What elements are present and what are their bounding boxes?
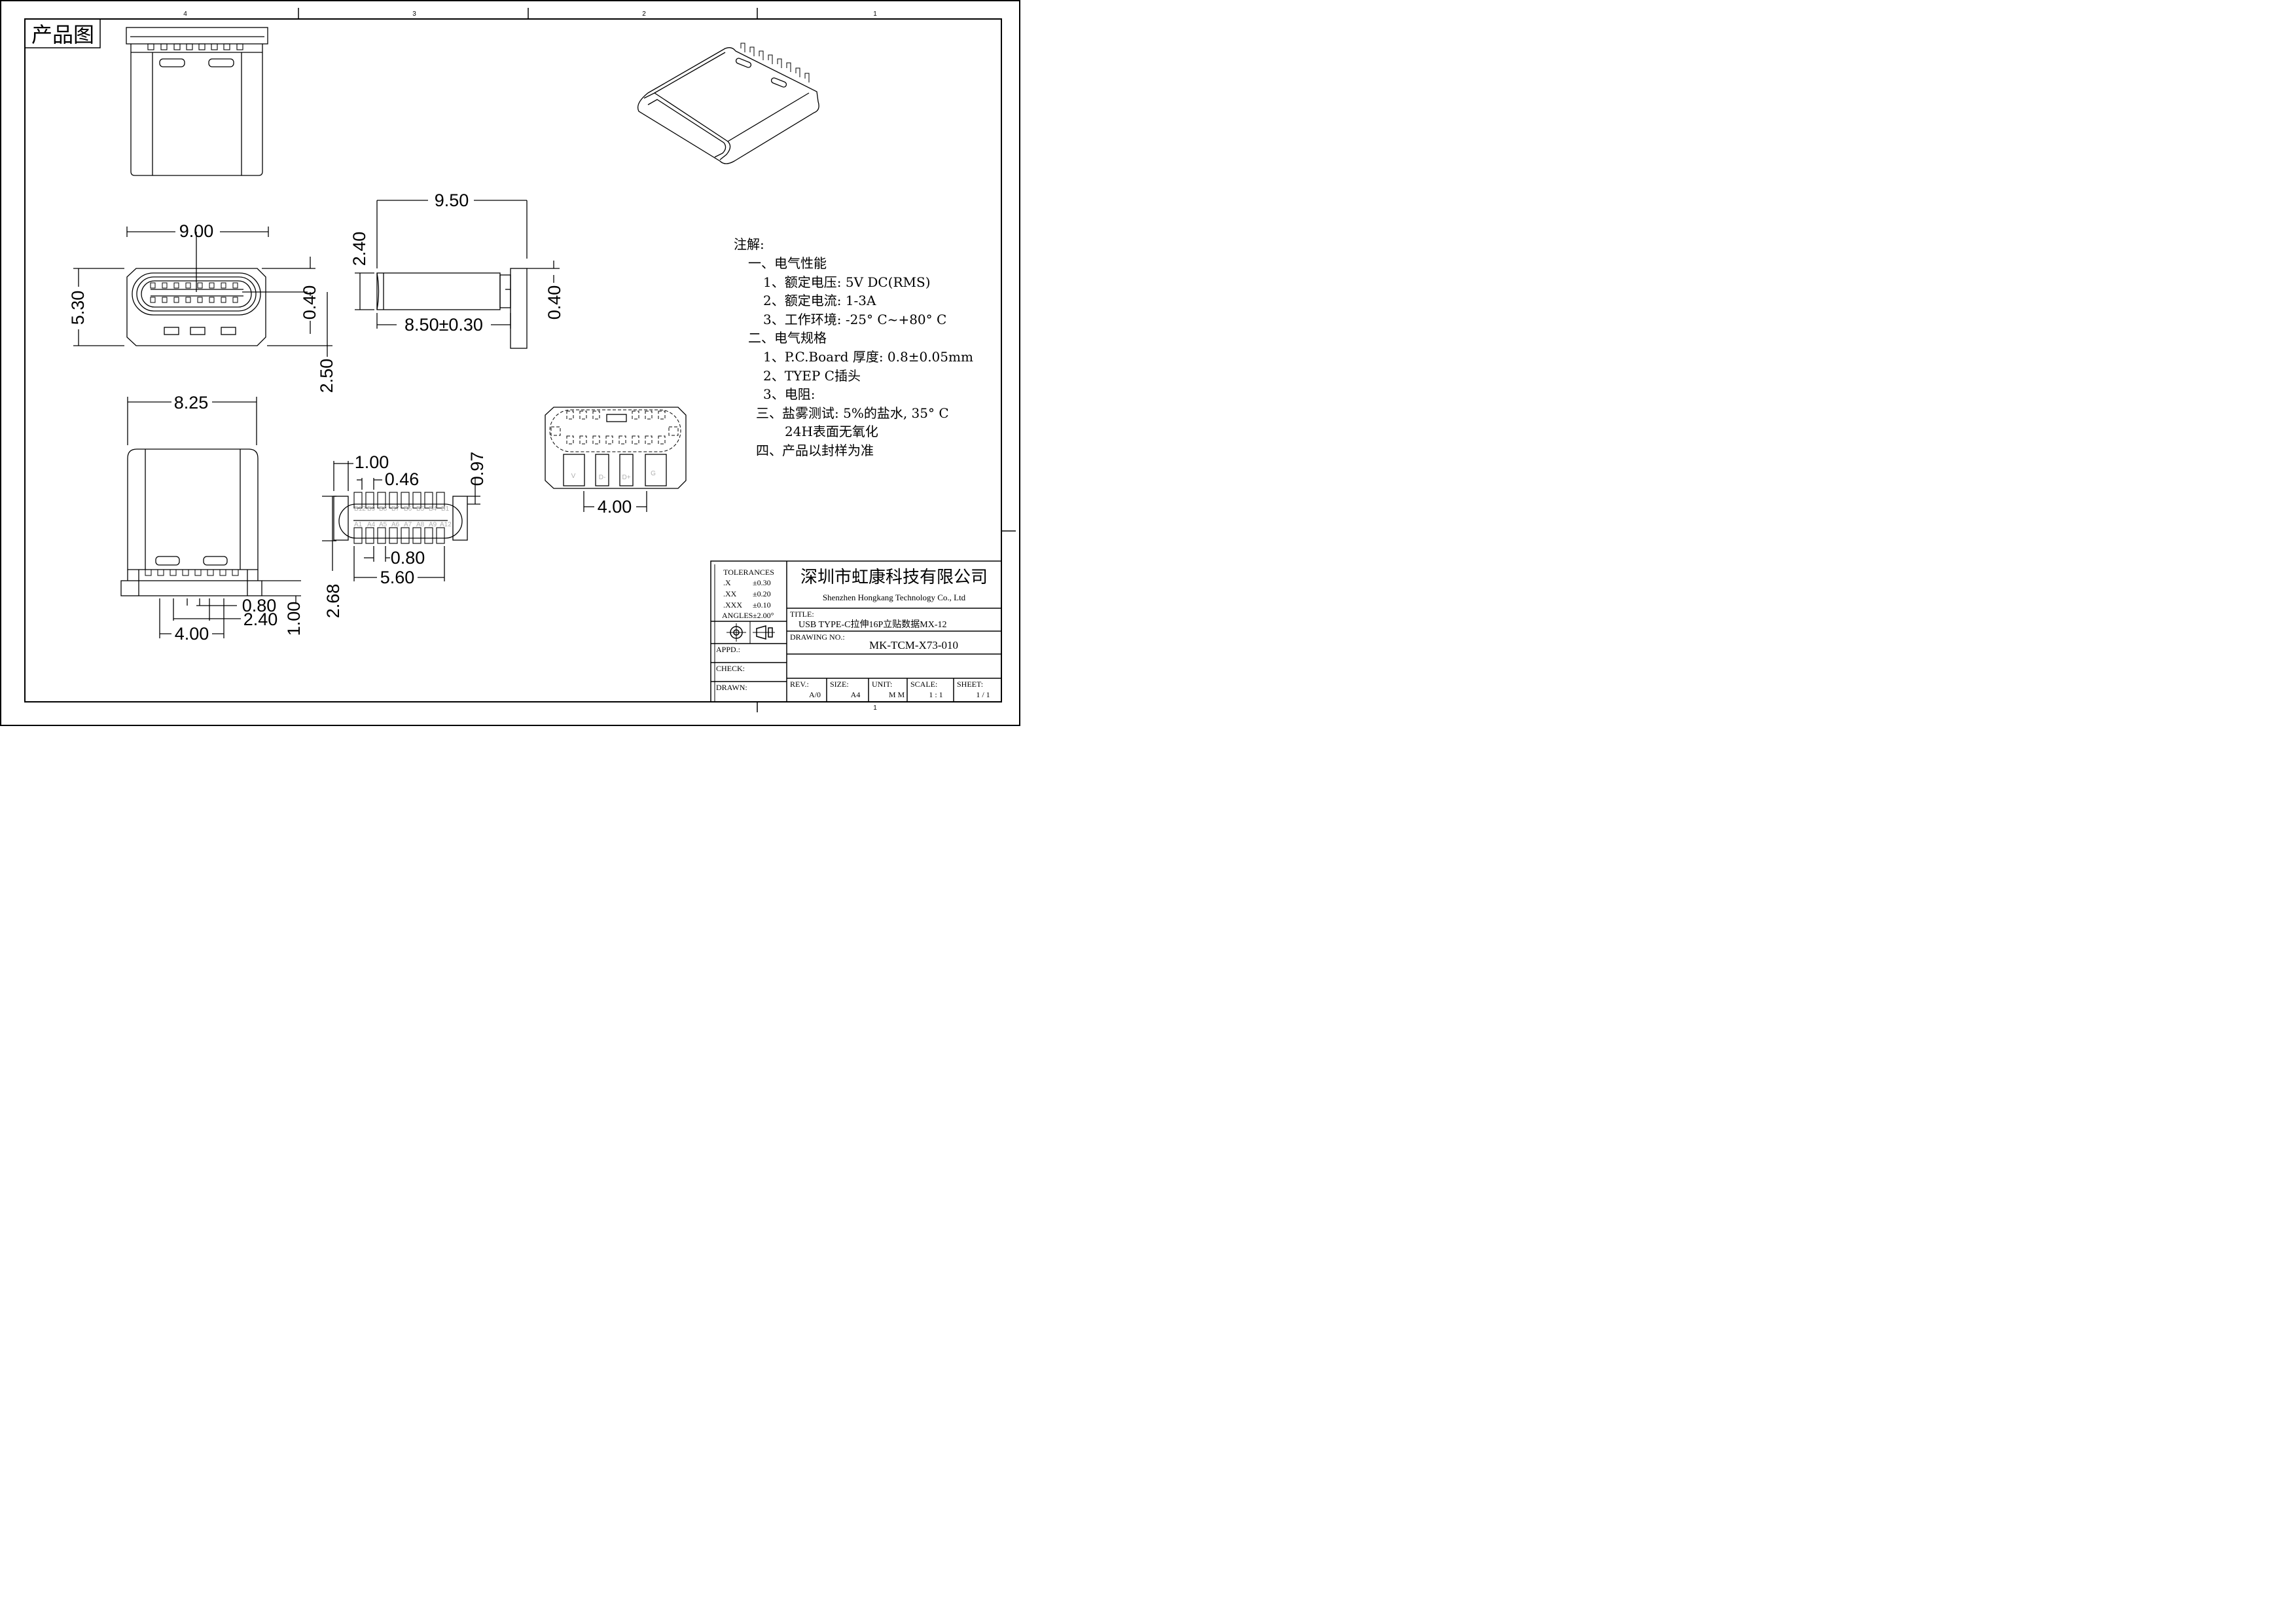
zone-number-3: 3 <box>412 10 416 18</box>
rear-view <box>545 407 687 512</box>
check-label: CHECK: <box>716 664 745 673</box>
top-view <box>126 27 268 176</box>
tol-xx-val: ±0.20 <box>753 589 771 598</box>
tol-angles-val: ±2.00° <box>753 611 774 620</box>
pad-label-b8: B8 <box>379 505 387 513</box>
dim-rear-pitch: 4.00 <box>598 497 632 517</box>
inner-border <box>24 18 1002 702</box>
note-line-9: 三、盐雾测试: 5%的盐水, 35° C <box>756 405 949 421</box>
product-label-box <box>24 18 101 48</box>
company-cn: 深圳市虹康科技有限公司 <box>800 568 988 587</box>
isometric-view <box>637 43 819 164</box>
zone-number-1: 1 <box>873 10 877 18</box>
unit-label: UNIT: <box>872 680 892 689</box>
pad-label-b7: B7 <box>391 505 400 513</box>
tol-x-val: ±0.30 <box>753 578 771 587</box>
rear-label-g: G <box>651 470 656 477</box>
zone-number-bottom: 1 <box>873 704 877 712</box>
appd-label: APPD.: <box>716 645 740 654</box>
title-label: TITLE: <box>790 610 814 619</box>
zone-number-4: 4 <box>183 10 187 18</box>
scale-label: SCALE: <box>910 680 937 689</box>
tol-xx: .XX <box>723 589 737 598</box>
note-line-11: 四、产品以封样为准 <box>756 443 874 458</box>
pad-label-b4: B4 <box>429 505 437 513</box>
dim-side-length: 9.50 <box>435 191 469 210</box>
dim-front-tongue: 0.40 <box>300 285 319 320</box>
pad-label-a9: A9 <box>429 521 437 528</box>
note-line-10: 24H表面无氧化 <box>785 424 878 439</box>
note-line-6: 1、P.C.Board 厚度: 0.8±0.05mm <box>763 349 973 365</box>
tol-xxx: .XXX <box>723 600 742 610</box>
tol-x: .X <box>723 578 731 587</box>
note-line-5: 二、电气规格 <box>748 330 827 346</box>
tol-label: TOLERANCES <box>723 568 774 577</box>
drawn-label: DRAWN: <box>716 683 747 692</box>
tol-angles: ANGLES <box>722 611 753 620</box>
dim-bottom-width: 8.25 <box>174 393 209 412</box>
dim-pad-pitch: 0.80 <box>391 548 425 568</box>
pad-label-b9: B9 <box>367 505 376 513</box>
company-en: Shenzhen Hongkang Technology Co., Ltd <box>823 593 966 602</box>
dim-side-height: 2.40 <box>350 232 369 266</box>
pad-label-b6: B6 <box>404 505 412 513</box>
dim-bottom-pitch2: 2.40 <box>243 610 278 629</box>
dim-bottom-height: 1.00 <box>284 602 304 636</box>
front-view <box>73 227 332 357</box>
note-line-7: 2、TYEP C插头 <box>763 368 861 384</box>
size-label: SIZE: <box>830 680 849 689</box>
note-line-8: 3、电阻: <box>763 386 815 402</box>
pad-label-b12: B12 <box>354 505 366 513</box>
product-label: 产品图 <box>31 23 94 46</box>
pad-layout <box>322 461 480 581</box>
pad-label-b1: B1 <box>441 505 450 513</box>
dim-front-offset: 2.50 <box>317 359 336 393</box>
note-line-3: 2、额定电流: 1-3A <box>763 293 876 308</box>
scale-value: 1 : 1 <box>929 690 942 699</box>
note-line-4: 3、工作环境: -25° C~+80° C <box>763 312 946 327</box>
note-line-2: 1、额定电压: 5V DC(RMS) <box>763 274 931 290</box>
pad-label-b5: B5 <box>416 505 425 513</box>
tol-xxx-val: ±0.10 <box>753 600 771 610</box>
dim-pad-length: 1.00 <box>355 452 389 472</box>
dim-front-height: 5.30 <box>68 291 88 325</box>
rear-label-v: V <box>571 473 576 480</box>
rev-label: REV.: <box>790 680 809 689</box>
title-block <box>710 560 1002 702</box>
pad-label-a4: A4 <box>367 521 376 528</box>
dim-bottom-pitch1: 0.80 <box>242 596 277 615</box>
rev-value: A/0 <box>809 690 821 699</box>
sheet-label: SHEET: <box>957 680 983 689</box>
pad-label-a1: A1 <box>354 521 363 528</box>
rear-label-d-minus: D- <box>599 474 606 481</box>
dim-front-width: 9.00 <box>179 221 214 241</box>
notes-heading: 注解: <box>734 236 764 252</box>
projection-cone-icon <box>756 625 766 640</box>
dim-bottom-pitch3: 4.00 <box>175 624 209 644</box>
dim-pad-span: 5.60 <box>380 568 415 587</box>
rear-label-d-plus: D+ <box>622 474 630 481</box>
drawing-canvas: 4 3 2 1 1 产品图 <box>0 0 1020 726</box>
dim-side-body: 8.50±0.30 <box>404 315 483 335</box>
bottom-view <box>120 397 301 638</box>
dim-pad-width: 0.46 <box>385 469 420 489</box>
size-value: A4 <box>851 690 861 699</box>
outer-border <box>0 0 1020 726</box>
zone-number-2: 2 <box>642 10 646 18</box>
dim-side-flange: 0.40 <box>545 285 564 320</box>
drawing-no-label: DRAWING NO.: <box>790 632 845 642</box>
title-value: USB TYPE-C拉伸16P立贴数据MX-12 <box>798 619 947 630</box>
note-line-1: 一、电气性能 <box>748 255 827 271</box>
pad-label-a7: A7 <box>404 521 412 528</box>
unit-value: M M <box>889 690 905 699</box>
pad-label-a5: A5 <box>379 521 387 528</box>
sheet-value: 1 / 1 <box>976 690 990 699</box>
pad-label-a12: A12 <box>440 521 452 528</box>
pad-label-a8: A8 <box>416 521 425 528</box>
drawing-no-value: MK-TCM-X73-010 <box>869 639 958 651</box>
pad-label-a6: A6 <box>391 521 400 528</box>
dim-pad-height: 0.97 <box>467 452 487 486</box>
dim-pad-row: 2.68 <box>323 584 343 619</box>
side-view <box>355 200 560 349</box>
